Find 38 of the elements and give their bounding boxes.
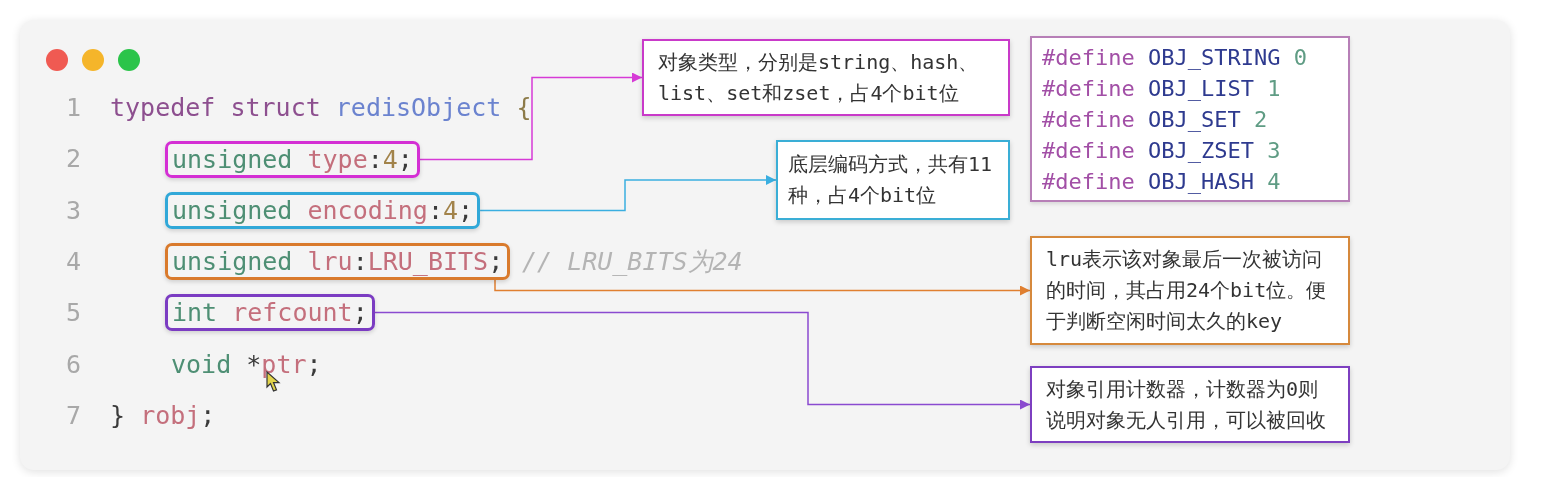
callout-text: 对象类型，分别是string、hash、list、set和zset，占4个bit位 bbox=[658, 48, 980, 107]
code-highlight-box bbox=[165, 192, 481, 229]
line-number: 6 bbox=[66, 350, 82, 380]
line-number: 1 bbox=[66, 93, 82, 123]
code-line: #define OBJ_HASH 4 bbox=[1042, 167, 1282, 196]
line-number: 2 bbox=[66, 144, 82, 174]
line-number: 3 bbox=[66, 196, 82, 226]
connector-arrow bbox=[419, 72, 643, 161]
code-line: unsigned encoding:4; bbox=[172, 195, 474, 226]
connector-arrow bbox=[479, 175, 777, 212]
callout-box bbox=[642, 39, 1010, 116]
code-highlight-box bbox=[165, 243, 511, 280]
code-highlight-box bbox=[165, 141, 420, 178]
callout-box bbox=[776, 140, 1010, 220]
code-line: #define OBJ_ZSET 3 bbox=[1042, 136, 1282, 165]
line-number: 5 bbox=[66, 298, 82, 328]
code-line: typedef struct redisObject { bbox=[110, 93, 532, 123]
code-line: #define OBJ_STRING 0 bbox=[1042, 43, 1308, 72]
connector-arrow bbox=[373, 311, 1031, 410]
code-line: void *ptr; bbox=[171, 350, 322, 380]
callout-text: lru表示该对象最后一次被访问的时间，其占用24个bit位。便于判断空闲时间太久的key bbox=[1046, 246, 1328, 335]
code-highlight-box bbox=[165, 294, 375, 331]
code-line: #define OBJ_SET 2 bbox=[1042, 105, 1269, 134]
code-line: } robj; bbox=[110, 401, 216, 431]
callout-box bbox=[1030, 366, 1350, 443]
code-line: #define OBJ_LIST 1 bbox=[1042, 74, 1282, 103]
callout-text: 底层编码方式，共有11种，占4个bit位 bbox=[788, 151, 994, 209]
code-comment: // LRU_BITS为24 bbox=[522, 247, 743, 277]
line-number: 7 bbox=[66, 401, 82, 431]
callout-text: 对象引用计数器，计数器为0则说明对象无人引用，可以被回收 bbox=[1046, 375, 1327, 434]
code-line: unsigned lru:LRU_BITS; bbox=[172, 246, 504, 277]
connector-arrow bbox=[494, 279, 1031, 296]
code-line: int refcount; bbox=[172, 297, 368, 328]
line-number: 4 bbox=[66, 247, 82, 277]
code-line: unsigned type:4; bbox=[172, 144, 413, 175]
callout-box bbox=[1030, 236, 1350, 345]
code-box bbox=[1030, 36, 1350, 202]
code-window bbox=[20, 20, 1510, 470]
